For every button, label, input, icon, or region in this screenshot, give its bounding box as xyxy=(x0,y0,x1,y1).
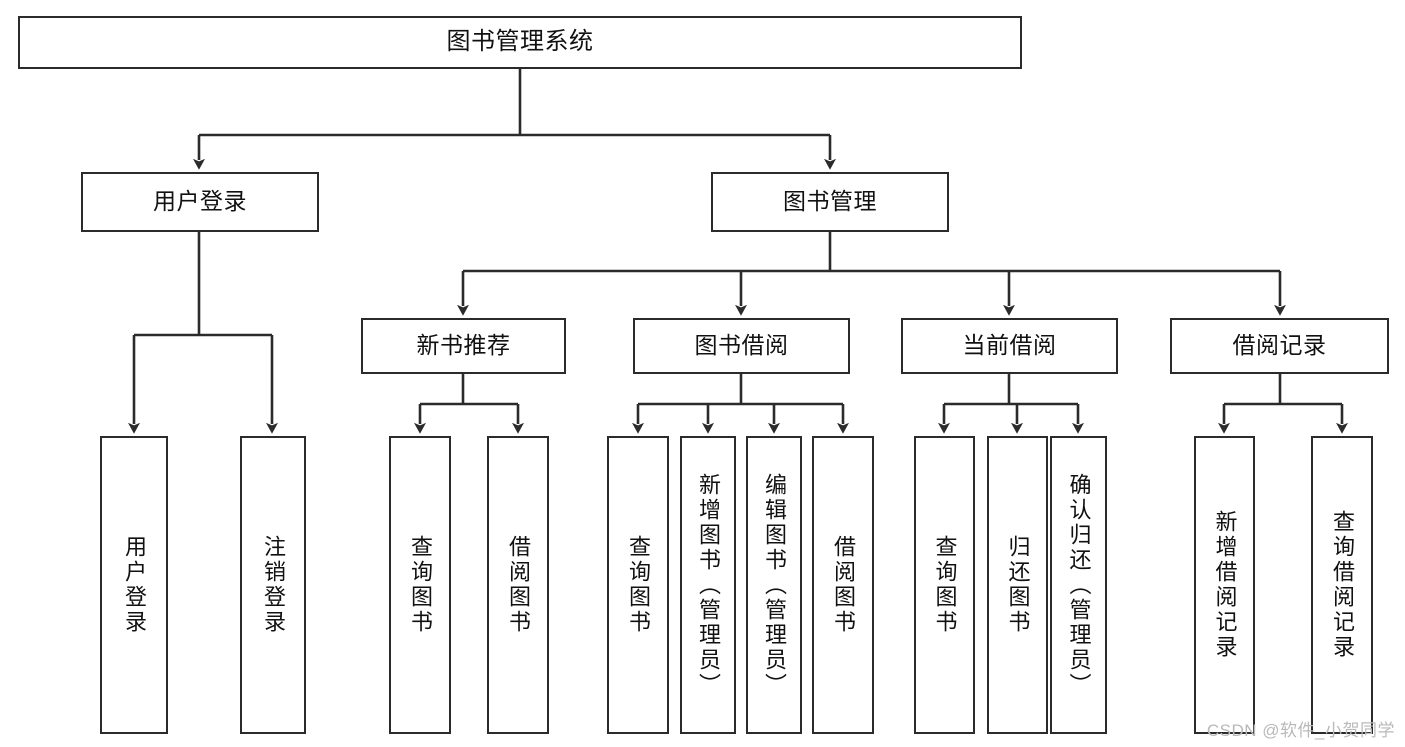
node-user-login[interactable]: 用户登录 xyxy=(81,172,319,232)
node-book-manage-label: 图书管理 xyxy=(783,188,877,215)
leaf-query-book-2[interactable]: 查询图书 xyxy=(607,436,669,734)
leaf-return-book-label: 归还图书 xyxy=(1005,535,1031,635)
leaf-borrow-book-2-label: 借阅图书 xyxy=(830,535,856,635)
node-current-borrow-label: 当前借阅 xyxy=(962,332,1057,359)
leaf-query-book-3-label: 查询图书 xyxy=(932,535,958,635)
node-root-label: 图书管理系统 xyxy=(446,28,594,56)
leaf-return-book[interactable]: 归还图书 xyxy=(987,436,1048,734)
leaf-user-logout-label: 注销登录 xyxy=(260,535,286,635)
node-current-borrow[interactable]: 当前借阅 xyxy=(901,318,1118,374)
leaf-query-book-2-label: 查询图书 xyxy=(625,535,651,635)
watermark: CSDN @软件_小贺同学 xyxy=(1206,721,1395,740)
leaf-user-logout[interactable]: 注销登录 xyxy=(240,436,306,734)
leaf-query-book-1[interactable]: 查询图书 xyxy=(389,436,451,734)
node-root[interactable]: 图书管理系统 xyxy=(18,16,1022,69)
leaf-confirm-return-label: 确认归还（管理员） xyxy=(1066,472,1092,698)
node-book-borrow[interactable]: 图书借阅 xyxy=(633,318,850,374)
node-borrow-record[interactable]: 借阅记录 xyxy=(1170,318,1389,374)
leaf-add-book[interactable]: 新增图书（管理员） xyxy=(680,436,736,734)
leaf-add-record-label: 新增借阅记录 xyxy=(1212,510,1238,660)
leaf-add-record[interactable]: 新增借阅记录 xyxy=(1194,436,1255,734)
node-borrow-record-label: 借阅记录 xyxy=(1232,332,1327,359)
leaf-query-book-1-label: 查询图书 xyxy=(407,535,433,635)
leaf-edit-book-label: 编辑图书（管理员） xyxy=(761,472,787,698)
leaf-borrow-book-1-label: 借阅图书 xyxy=(505,535,531,635)
node-user-login-label: 用户登录 xyxy=(153,188,247,215)
leaf-borrow-book-2[interactable]: 借阅图书 xyxy=(812,436,874,734)
leaf-query-record-label: 查询借阅记录 xyxy=(1329,510,1355,660)
node-new-book-rec-label: 新书推荐 xyxy=(416,332,511,359)
leaf-add-book-label: 新增图书（管理员） xyxy=(695,472,721,698)
leaf-borrow-book-1[interactable]: 借阅图书 xyxy=(487,436,549,734)
node-new-book-rec[interactable]: 新书推荐 xyxy=(361,318,566,374)
leaf-edit-book[interactable]: 编辑图书（管理员） xyxy=(746,436,802,734)
node-book-borrow-label: 图书借阅 xyxy=(694,332,789,359)
leaf-query-book-3[interactable]: 查询图书 xyxy=(914,436,975,734)
leaf-user-login-label: 用户登录 xyxy=(121,535,147,635)
leaf-confirm-return[interactable]: 确认归还（管理员） xyxy=(1050,436,1107,734)
leaf-query-record[interactable]: 查询借阅记录 xyxy=(1311,436,1373,734)
node-book-manage[interactable]: 图书管理 xyxy=(711,172,949,232)
leaf-user-login[interactable]: 用户登录 xyxy=(100,436,168,734)
